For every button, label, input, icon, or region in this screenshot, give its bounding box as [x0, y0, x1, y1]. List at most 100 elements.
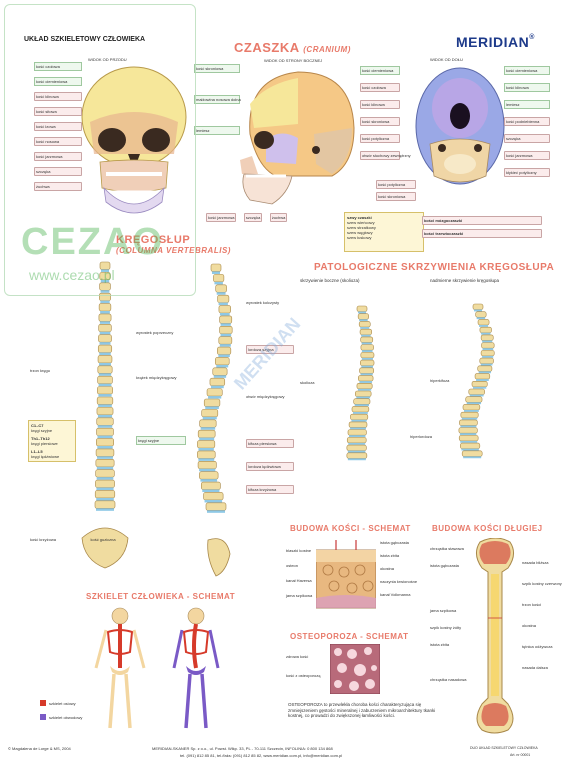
intervertebral-disc	[352, 412, 368, 414]
vertebra	[346, 444, 367, 451]
brand-name: MERIDIAN	[456, 34, 530, 50]
intervertebral-disc	[361, 342, 372, 345]
region-code: C1–C7	[31, 423, 44, 428]
legend-row: szkielet osiowy	[40, 700, 100, 706]
vertebra	[95, 479, 115, 488]
label-box: kość ciemieniowa	[360, 66, 400, 75]
vertebra	[98, 313, 112, 322]
skeleton-side-illustration	[166, 606, 226, 732]
intervertebral-disc	[479, 325, 489, 327]
vertebra	[358, 375, 374, 382]
footer-contact: tel. (091) 812 85 81, tel./faks: (091) 8…	[180, 753, 343, 758]
intervertebral-disc	[348, 435, 366, 438]
label-box: małżowina nosowa dolna	[194, 95, 241, 104]
vertebra	[351, 406, 370, 413]
skull-side-labels-bottom: kość jarzmowa szczęka żuchwa	[206, 206, 366, 224]
intervertebral-disc	[356, 396, 371, 399]
intervertebral-disc	[99, 321, 111, 324]
skeleton-front-illustration	[90, 606, 150, 732]
intervertebral-disc	[218, 302, 228, 306]
bone-label: blaszki kostne	[286, 548, 312, 553]
vertebra	[348, 421, 368, 428]
vertebra	[465, 396, 483, 403]
watermark-logo: CEZAO www.cezao.pl	[4, 4, 196, 296]
intervertebral-disc	[96, 497, 114, 501]
vertebra	[94, 500, 116, 509]
intervertebral-disc	[98, 394, 112, 397]
pathology-label: skolioza	[300, 380, 315, 385]
intervertebral-disc	[97, 414, 113, 418]
intervertebral-disc	[199, 468, 216, 472]
skull-sutures-legend: szwy czaszki szew wieńcowy szew strzałko…	[344, 212, 424, 252]
group-item: kości mózgoczaszki	[422, 216, 542, 225]
footer-publisher: MERIDIAN-SKANER Sp. z o.o., ul. Powst. W…	[152, 746, 333, 751]
vertebra	[197, 440, 216, 449]
label-box: kość klinowa	[34, 92, 82, 101]
vertebra	[94, 490, 116, 499]
intervertebral-disc	[480, 363, 493, 366]
vertebra	[477, 319, 490, 326]
skull-front-illustration	[70, 62, 198, 222]
skull-front-labels-right: kość skroniowa małżowina nosowa dolna le…	[194, 64, 241, 135]
intervertebral-disc	[200, 479, 218, 482]
intervertebral-disc	[99, 362, 111, 366]
bone-structure-labels-left: blaszki kostne osteon kanał Haversa jama…	[286, 548, 316, 598]
vertebra	[219, 326, 233, 335]
intervertebral-disc	[357, 388, 372, 391]
footer-code: Art. nr 00001	[510, 753, 531, 757]
spine-title: KRĘGOSŁUP (COLUMNA VERTEBRALIS)	[116, 234, 231, 255]
long-bone-label: istota gąbczasta	[430, 563, 459, 568]
skull-base-illustration	[414, 64, 506, 194]
vertebra	[218, 305, 231, 314]
intervertebral-disc	[360, 373, 373, 376]
intervertebral-disc	[219, 313, 230, 316]
label-box: kość potyliczna	[360, 134, 400, 143]
intervertebral-disc	[220, 323, 231, 326]
bone-label: naczynia krwionośne	[380, 579, 418, 584]
intervertebral-disc	[98, 404, 112, 407]
footer-product: DUO UKŁAD SZKIELETOWY CZŁOWIEKA	[470, 746, 538, 750]
label-box: szczęka	[243, 213, 263, 222]
osteoporosis-description: OSTEOPOROZA to przewlekła choroba kości …	[288, 702, 436, 718]
spine-label: lordoza lędźwiowa	[246, 462, 294, 471]
bone-label: osteon	[286, 563, 299, 568]
intervertebral-disc	[361, 350, 373, 353]
intervertebral-disc	[210, 385, 224, 389]
intervertebral-disc	[198, 448, 214, 451]
vertebra	[481, 342, 495, 349]
scoliosis-illustration	[342, 300, 382, 490]
label-box: kość ciemieniowa	[34, 77, 82, 86]
skull-side-illustration	[236, 64, 358, 214]
group-item: kości trzewioczaszki	[422, 229, 542, 238]
intervertebral-disc	[460, 425, 477, 428]
label-box: szczęka	[34, 167, 82, 176]
sacrum	[207, 538, 231, 577]
intervertebral-disc	[461, 448, 479, 451]
bone-structure-illustration	[316, 540, 376, 610]
legend-item: szew strzałkowy	[347, 225, 376, 230]
vertebra	[197, 429, 216, 438]
intervertebral-disc	[213, 375, 227, 378]
vertebra	[200, 481, 221, 490]
vertebra	[360, 336, 374, 343]
label-box: kość ciemieniowa	[504, 66, 550, 75]
osteoporosis-labels: zdrowa kość kość z osteoporozą	[286, 654, 330, 678]
page-title: UKŁAD SZKIELETOWY CZŁOWIEKA	[24, 36, 146, 43]
vertebra	[96, 407, 114, 416]
osteoporosis-title: OSTEOPOROZA - SCHEMAT	[290, 632, 409, 641]
skull-title: CZASZKA (CRANIUM)	[234, 40, 351, 55]
intervertebral-disc	[216, 364, 229, 368]
watermark-url: www.cezao.pl	[29, 267, 115, 283]
intervertebral-disc	[472, 386, 487, 389]
vertebra	[479, 326, 492, 334]
label-box: kość klinowa	[504, 83, 550, 92]
vertebra	[461, 450, 483, 457]
vertebra	[98, 303, 112, 312]
vertebra	[96, 417, 114, 426]
label-box: kość klinowa	[360, 100, 400, 109]
spine-side-illustration	[186, 258, 246, 578]
vertebra	[359, 367, 375, 374]
region-name: kręgi lędźwiowe	[31, 454, 60, 459]
label-box: lemiesz	[504, 100, 550, 109]
osteoporosis-label: zdrowa kość	[286, 654, 309, 659]
